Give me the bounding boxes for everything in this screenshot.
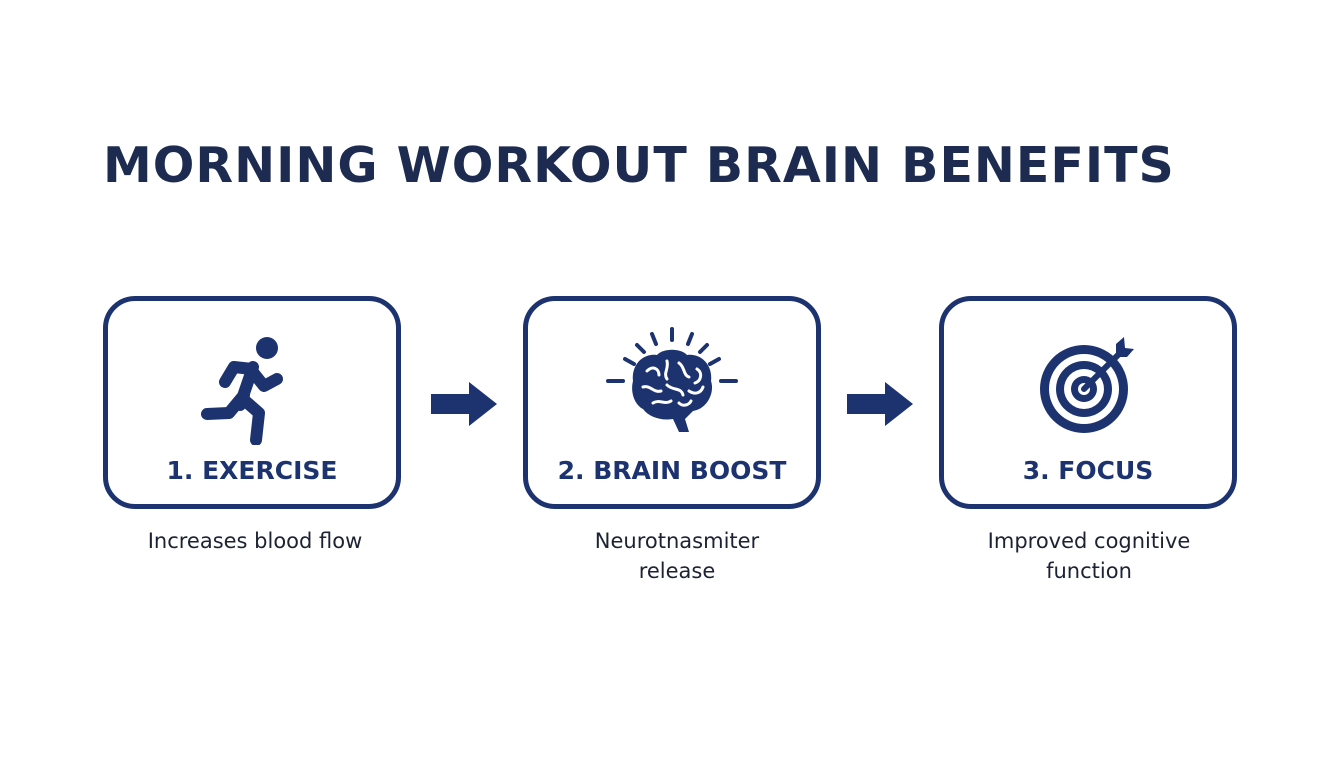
running-person-icon [201, 337, 283, 445]
step-caption-focus: Improved cognitive function [939, 526, 1239, 586]
caption-line: Improved cognitive [987, 529, 1191, 553]
target-arrow-icon [1040, 337, 1134, 433]
caption-line: Neurotnasmiter [594, 529, 760, 553]
step-label: 1. EXERCISE [166, 456, 338, 485]
caption-line: function [1046, 559, 1132, 583]
caption-line: release [638, 559, 716, 583]
caption-line: Increases blood flow [147, 529, 363, 553]
step-card-focus: 3. FOCUS [939, 296, 1237, 509]
step-label: 3. FOCUS [1022, 456, 1154, 485]
right-arrow-icon [431, 382, 497, 426]
right-arrow-icon [847, 382, 913, 426]
page-title: MORNING WORKOUT BRAIN BENEFITS [103, 137, 1175, 194]
step-card-exercise: 1. EXERCISE [103, 296, 401, 509]
step-label: 2. BRAIN BOOST [557, 456, 787, 485]
step-card-brain-boost: 2. BRAIN BOOST [523, 296, 821, 509]
brain-icon [606, 327, 738, 432]
step-caption-exercise: Increases blood flow [105, 526, 405, 556]
step-caption-brain-boost: Neurotnasmiter release [527, 526, 827, 586]
